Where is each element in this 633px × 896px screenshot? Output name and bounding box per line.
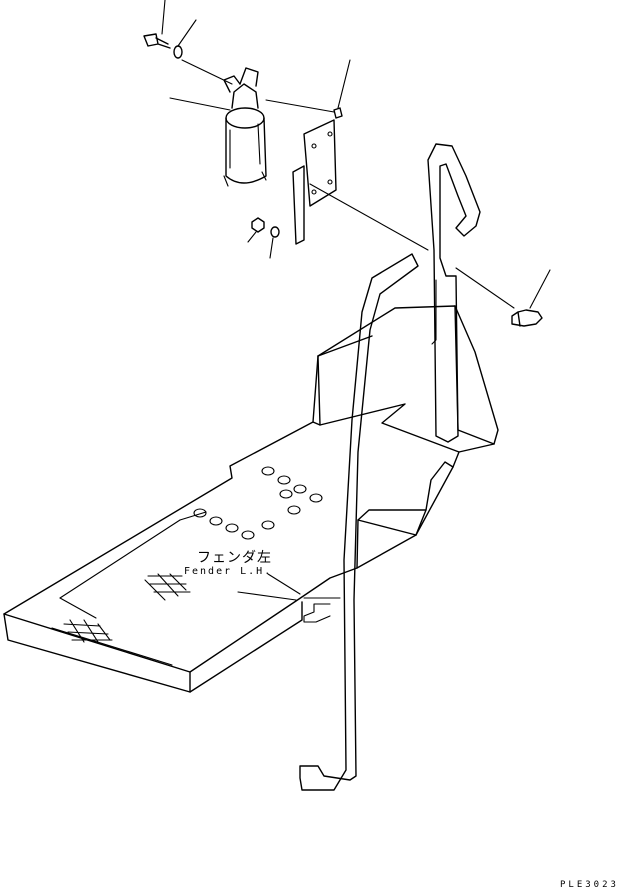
leader-lines [161, 0, 551, 309]
fender-label-jp: フェンダ左 [197, 550, 272, 566]
fasteners [143, 33, 543, 327]
mounting-bracket [292, 119, 337, 245]
anti-slip-holes [193, 466, 323, 540]
fire-extinguisher [223, 67, 267, 187]
fender-label-en: Fender L.H. [184, 566, 273, 577]
drawing-code: PLE3023 [560, 880, 619, 890]
hatch-marks [63, 573, 191, 643]
handrail [299, 253, 419, 791]
fender-platform [3, 305, 499, 693]
grab-bar [427, 143, 481, 443]
